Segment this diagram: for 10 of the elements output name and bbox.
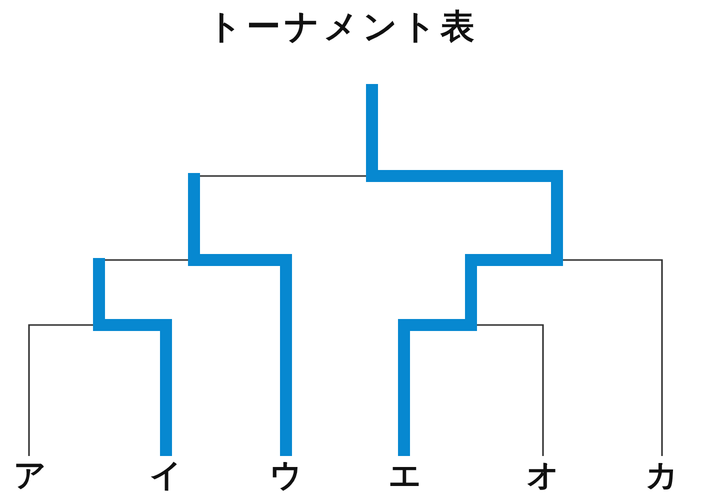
participant-label: イ (150, 459, 182, 491)
participant-label: エ (388, 459, 422, 491)
participant-label: ア (14, 459, 46, 491)
participant-label: カ (646, 459, 678, 491)
highlighted-bracket-line (93, 258, 172, 456)
highlighted-bracket-line (366, 84, 563, 456)
participant-label: ウ (270, 459, 302, 491)
highlighted-bracket-line (188, 173, 292, 456)
title: トーナメント表 (208, 8, 478, 48)
participant-label: オ (526, 459, 560, 491)
